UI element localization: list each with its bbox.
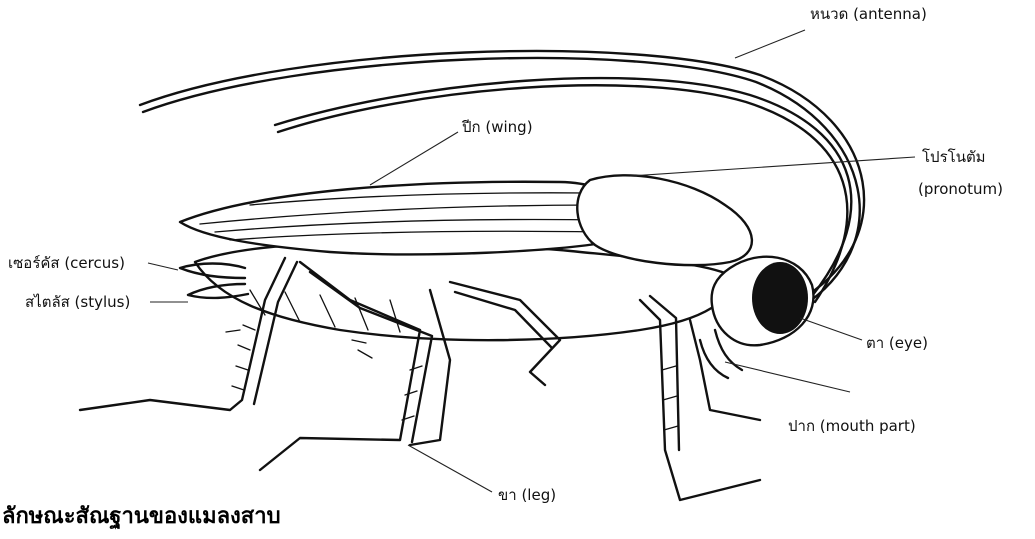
label-mouth: ปาก (mouth part) bbox=[788, 417, 916, 435]
label-stylus: สไตลัส (stylus) bbox=[25, 293, 130, 311]
leader-wing bbox=[370, 132, 458, 185]
label-cercus: เซอร์คัส (cercus) bbox=[8, 254, 125, 272]
label-pronotum-th: โปรโนตัม bbox=[922, 148, 986, 166]
leader-pronotum bbox=[630, 157, 915, 176]
eye-shape bbox=[752, 262, 808, 334]
label-leg: ขา (leg) bbox=[498, 486, 556, 504]
leader-antenna bbox=[735, 30, 805, 58]
label-eye: ตา (eye) bbox=[866, 334, 928, 352]
pronotum bbox=[577, 175, 752, 265]
label-wing: ปีก (wing) bbox=[462, 118, 533, 136]
diagram-title: ลักษณะสัณฐานของแมลงสาบ bbox=[2, 498, 281, 533]
leader-mouth bbox=[725, 362, 850, 392]
leader-eye bbox=[800, 318, 862, 340]
label-antenna: หนวด (antenna) bbox=[810, 5, 927, 23]
leader-cercus bbox=[148, 263, 178, 270]
leader-leg bbox=[408, 445, 492, 492]
label-pronotum-en: (pronotum) bbox=[918, 180, 1003, 198]
wing bbox=[180, 182, 628, 255]
